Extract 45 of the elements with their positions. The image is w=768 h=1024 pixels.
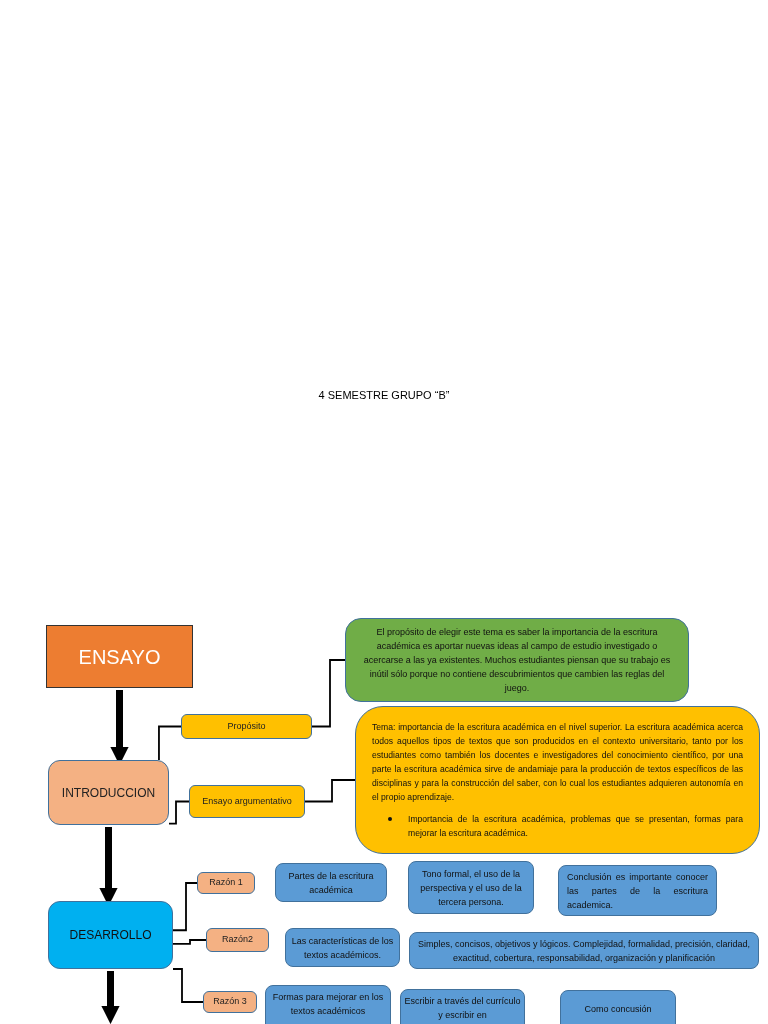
box-text: Razón2 <box>221 933 254 947</box>
box-text: Razón 1 <box>208 876 244 890</box>
box-text: Ensayo argumentativo <box>201 794 293 808</box>
box-text: Conclusión es importante conocer las partes de la escritura academica. <box>567 870 708 912</box>
box-text: Tema: importancia de la escritura académica en el nivel superior. La escritura académica acerca todos aquellos tipos de textos que son producidos en el contexto universitario, tanto por los estudiantes como también los docentes e investigadores del conocimiento científico, por una parte la escritura académica sirve de andamiaje para la producción de textos específicos de las disciplinas y para la construcción del saber, con lo cual los estudiantes adquieren autonomía en el propio aprendizaje. <box>372 721 743 804</box>
box-text: Escribir a través del currículo y escribir en <box>403 995 522 1022</box>
title-box <box>46 625 193 688</box>
box-text: DESARROLLO <box>68 927 153 944</box>
connector-line <box>172 882 198 932</box>
box-text: ENSAYO <box>77 644 162 670</box>
info-box <box>285 928 400 967</box>
info-box <box>275 863 387 902</box>
text-box <box>355 706 760 854</box>
box-text: Tono formal, el uso de la perspectiva y el uso de la tercera persona. <box>419 867 523 909</box>
reason-box <box>206 928 269 952</box>
info-box <box>265 985 391 1024</box>
box-text: Formas para mejorar en los textos académicos <box>271 991 385 1018</box>
reason-box <box>203 991 257 1013</box>
box-text: Como concusión <box>583 1003 653 1016</box>
info-box <box>558 865 717 916</box>
connector-line <box>172 968 204 1003</box>
topic-box <box>181 714 312 739</box>
heading-text: 4 SEMESTRE GRUPO “B” <box>317 388 451 403</box>
bullet-text: Importancia de la escritura académica, problemas que se presentan, formas para mejorar la escritura académica. <box>408 813 743 840</box>
box-text: Simples, concisos, objetivos y lógicos. Complejidad, formalidad, precisión, claridad, exactitud, cobertura, responsabilidad, organización y planificación <box>416 937 752 965</box>
box-text: Partes de la escritura académica <box>287 869 375 897</box>
info-box <box>408 861 534 914</box>
box-text: INTRODUCCION <box>60 784 157 802</box>
connector-line <box>158 725 182 761</box>
box-text: Razón 3 <box>212 995 248 1009</box>
info-box <box>400 989 525 1024</box>
connector-line <box>304 779 356 803</box>
section-box <box>48 901 173 969</box>
section-box <box>48 760 169 825</box>
reason-box <box>197 872 255 894</box>
info-box <box>409 932 759 969</box>
box-text: Propósito <box>226 719 267 733</box>
down-arrow <box>101 971 120 1024</box>
box-text: El propósito de elegir este tema es saber la importancia de la escritura académica es aportar nuevas ideas al campo de estudio investigado o acercarse a las ya existentes. Muchos estudiantes piensan que su trabajo es inútil sólo porque no contiene descubrimientos que cambien las reglas del juego. <box>362 626 672 695</box>
connector-line <box>168 800 190 825</box>
topic-box <box>189 785 305 818</box>
text-box <box>345 618 689 702</box>
box-text: Las características de los textos académicos. <box>290 934 395 962</box>
connector-line <box>172 939 207 945</box>
connector-line <box>311 659 346 728</box>
